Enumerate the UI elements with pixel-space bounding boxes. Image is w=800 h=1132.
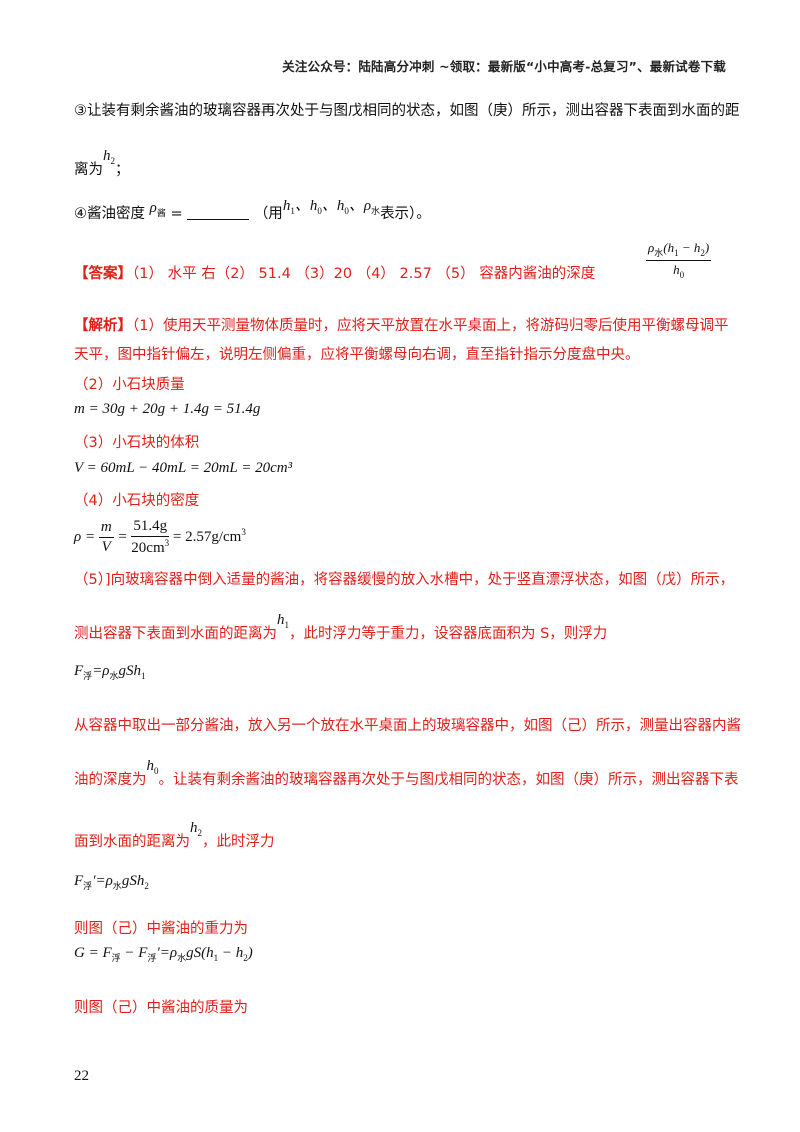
equation-mass: m = 30g + 20g + 1.4g = 51.4g (74, 401, 261, 417)
analysis-s6c: 面到水面的距离为h2，此时浮力 (74, 820, 275, 857)
q3-line1: ③让装有剩余酱油的玻璃容器再次处于与图戊相同的状态，如图（庚）所示，测出容器下表… (74, 103, 740, 119)
analysis-s2: （2）小石块质量 (74, 377, 185, 393)
analysis-p1a-text: （1）使用天平测量物体质量时，应将天平放置在水平桌面上，将游码归零后使用平衡螺母… (132, 318, 729, 334)
analysis-s6a: 从容器中取出一部分酱油，放入另一个放在水平桌面上的玻璃容器中，如图（己）所示，测… (74, 718, 741, 734)
analysis-s6c-post: ，此时浮力 (202, 834, 275, 850)
analysis-s6c-pre: 面到水面的距离为 (74, 834, 190, 850)
q4-use-pre: （用 (253, 206, 283, 222)
analysis-s7: 则图（己）中酱油的重力为 (74, 921, 248, 937)
q4-label: ④酱油密度 (74, 206, 145, 222)
rho-soy-symbol: ρ酱 (149, 200, 166, 218)
analysis-s5a: （5）]向玻璃容器中倒入适量的酱油，将容器缓慢的放入水槽中，处于竖直漂浮状态，如… (74, 572, 735, 588)
analysis-s5b-pre: 测出容器下表面到水面的距离为 (74, 626, 277, 642)
answer-blank (187, 205, 250, 220)
q3-line2-post: ； (115, 162, 130, 178)
answer-formula: ρ水(h1 − h2) h0 (646, 240, 712, 280)
q4-line: ④酱油密度 ρ酱 = （用h1、h0、h0、ρ水表示）。 (74, 198, 431, 229)
q4-eq: = (170, 206, 183, 222)
analysis-s4: （4）小石块的密度 (74, 493, 200, 509)
q3-line2: 离为h2； (74, 148, 130, 185)
analysis-p1b: 天平，图中指针偏左，说明左侧偏重，应将平衡螺母向右调，直至指针指示分度盘中央。 (74, 347, 640, 363)
equation-buoyancy-2: F浮′=ρ水gSh2 (74, 873, 149, 891)
equation-volume: V = 60mL − 40mL = 20mL = 20cm³ (74, 460, 293, 476)
h1-symbol: h1 (277, 612, 289, 630)
analysis-tag: 【解析】 (74, 318, 132, 334)
equation-weight: G = F浮 − F浮′=ρ水gS(h1 − h2) (74, 945, 253, 963)
answer-line: 【答案】（1） 水平 右（2） 51.4 （3）20 （4） 2.57 （5） … (74, 264, 595, 284)
page-number: 22 (74, 1068, 89, 1084)
q3-line2-pre: 离为 (74, 162, 103, 178)
page-header: 关注公众号：陆陆高分冲刺 ~领取：最新版“小中高考-总复习”、最新试卷下载 (282, 59, 726, 74)
h0-symbol: h0 (146, 758, 159, 776)
analysis-s5b-post: ，此时浮力等于重力，设容器底面积为 S，则浮力 (289, 626, 608, 642)
analysis-s6b-pre: 油的深度为 (74, 772, 147, 788)
analysis-p1a: 【解析】（1）使用天平测量物体质量时，应将天平放置在水平桌面上，将游码归零后使用… (74, 316, 728, 336)
analysis-s6b-post: 。让装有剩余酱油的玻璃容器再次处于与图戊相同的状态，如图（庚）所示，测出容器下表 (158, 772, 739, 788)
analysis-s3: （3）小石块的体积 (74, 435, 200, 451)
h2-symbol: h2 (103, 148, 115, 166)
answer-text: （1） 水平 右（2） 51.4 （3）20 （4） 2.57 （5） 容器内酱… (132, 266, 596, 282)
analysis-s5b: 测出容器下表面到水面的距离为h1，此时浮力等于重力，设容器底面积为 S，则浮力 (74, 612, 608, 649)
h2-symbol-2: h2 (190, 820, 202, 838)
analysis-s8: 则图（己）中酱油的质量为 (74, 1000, 248, 1016)
q4-use-post: 表示）。 (380, 206, 431, 222)
equation-buoyancy-1: F浮=ρ水gSh1 (74, 663, 146, 681)
answer-tag: 【答案】 (74, 266, 132, 282)
q4-variables: h1、h0、h0、ρ水 (282, 198, 381, 216)
analysis-s6b: 油的深度为h0。让装有剩余酱油的玻璃容器再次处于与图戊相同的状态，如图（庚）所示… (74, 758, 739, 795)
